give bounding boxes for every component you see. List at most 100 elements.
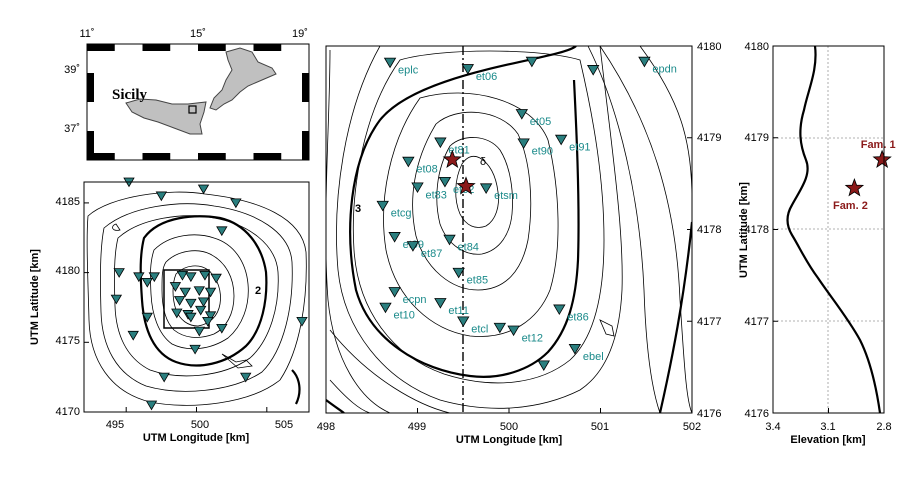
station-marker [193, 326, 206, 337]
detail-x-tick: 501 [591, 421, 609, 433]
detail-y-tick: 4176 [697, 408, 721, 420]
station-marker [388, 232, 401, 243]
station-marker [457, 316, 470, 327]
station-marker [202, 316, 214, 327]
inset-border-segment [87, 131, 94, 160]
station-marker [461, 64, 475, 75]
station-marker [388, 287, 401, 298]
event-star [456, 176, 476, 195]
station-label: et87 [421, 248, 442, 260]
station-marker [376, 200, 389, 212]
station-marker [197, 184, 210, 195]
station-marker [185, 298, 197, 309]
station-label: eplc [398, 65, 419, 77]
detail-contours [326, 46, 692, 413]
station-marker [434, 298, 447, 309]
inset-border-segment [198, 44, 226, 51]
inset-lon-tick: 11˚ [79, 28, 94, 40]
detail-y-tick: 4180 [697, 41, 721, 53]
station-marker [479, 183, 493, 194]
station-marker [141, 312, 153, 323]
station-label: et12 [522, 332, 543, 344]
profile-events: Fam. 1 Fam. 2 [833, 139, 896, 212]
inset-border-segment [142, 44, 171, 51]
station-marker [296, 316, 308, 327]
station-marker [145, 400, 158, 411]
station-label: et83 [426, 189, 447, 201]
inset-lon-tick: 15˚ [190, 28, 206, 40]
inset-border-segment [142, 153, 171, 160]
station-marker [113, 268, 125, 278]
inset-border-segment [302, 73, 309, 102]
inset-frame [86, 43, 310, 161]
inset-lat-tick: 37˚ [64, 123, 80, 135]
detail-area-box [163, 269, 210, 329]
profile-y-tick: 4176 [745, 408, 769, 420]
summit-marker: δ [480, 156, 486, 168]
station-marker [443, 234, 456, 246]
profile-x-tick: 3.4 [765, 421, 780, 433]
station-label: et85 [467, 275, 488, 287]
station-marker [230, 198, 242, 209]
inset-lon-tick: 19˚ [292, 28, 308, 40]
overview-background [84, 182, 309, 412]
station-marker [383, 57, 397, 69]
detail-background [326, 46, 692, 413]
station-label: ecpn [403, 294, 427, 306]
family-label: Fam. 1 [861, 139, 896, 151]
station-label: etsm [494, 190, 518, 202]
inset-map: Sicily 11˚ 15˚ 19˚ 39˚ 37˚ [64, 28, 310, 161]
overview-ticks [84, 202, 268, 413]
profile-x-axis-label: Elevation [km] [790, 434, 866, 446]
profile-y-tick: 4177 [745, 316, 769, 328]
station-label: et10 [393, 309, 414, 321]
station-marker [216, 226, 228, 237]
event-star [442, 149, 462, 169]
overview-map: 2 495 500 505 4185 4180 4175 4170 UTM Lo… [29, 177, 310, 444]
inset-background [87, 44, 309, 160]
profile-x-tick: 2.8 [876, 421, 891, 433]
detail-ticks [325, 45, 693, 414]
station-marker [517, 138, 530, 149]
station-label: et06 [476, 71, 497, 83]
station-label: et11 [448, 305, 469, 317]
station-marker [110, 294, 123, 305]
family-label: Fam. 2 [833, 200, 868, 212]
station-label: et08 [416, 164, 437, 176]
station-marker [189, 344, 201, 355]
station-marker [197, 297, 210, 308]
station-marker [507, 325, 520, 337]
overview-y-tick: 4185 [56, 196, 80, 208]
detail-stations: eplcet06epdnet05et81et90et91et08et82et83… [376, 56, 677, 372]
mainland-italy-shape [209, 47, 277, 111]
station-marker [240, 372, 252, 383]
inset-border-segment [87, 73, 94, 102]
inset-border [87, 44, 309, 160]
station-marker [216, 323, 228, 334]
inset-border-segment [87, 153, 115, 160]
profile-y-tick: 4178 [745, 224, 769, 236]
profile-ticks [772, 45, 885, 414]
overview-x-tick: 505 [275, 419, 293, 431]
station-marker [493, 322, 507, 334]
station-marker [148, 272, 161, 283]
overview-y-axis-label: UTM Latitude [km] [29, 249, 41, 345]
station-marker [204, 311, 217, 322]
inset-region-label: Sicily [112, 87, 148, 103]
inset-border-segment [198, 153, 226, 160]
station-marker [568, 343, 582, 355]
station-marker [434, 137, 447, 149]
station-marker [525, 56, 539, 68]
detail-contour-label: 3 [355, 203, 361, 215]
station-label: et84 [458, 242, 479, 254]
station-marker [133, 272, 145, 283]
station-marker [452, 267, 465, 279]
station-marker [127, 330, 139, 341]
overview-x-axis-label: UTM Longitude [km] [143, 432, 250, 444]
station-marker [193, 286, 206, 297]
station-marker [406, 241, 420, 252]
station-label: etcl [471, 323, 488, 335]
station-marker [411, 182, 424, 194]
